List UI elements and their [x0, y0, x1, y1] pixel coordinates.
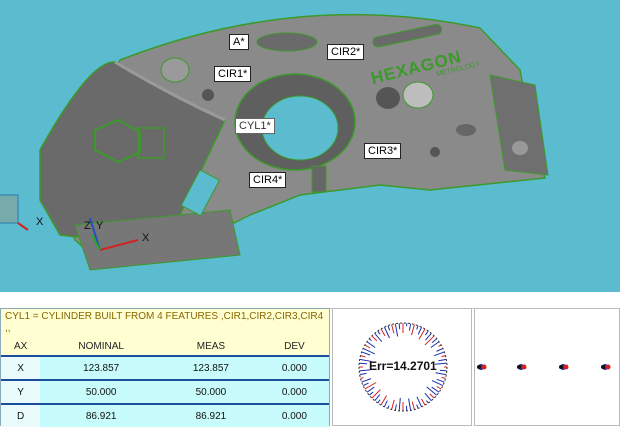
label-cir1[interactable]: CIR1* — [214, 66, 251, 82]
label-cir4[interactable]: CIR4* — [249, 172, 286, 188]
table-row[interactable]: D 86.921 86.921 0.000 — [1, 404, 329, 427]
separator — [0, 292, 620, 309]
col-nominal: NOMINAL — [40, 337, 162, 356]
circularity-plot: Err=14.2701 — [332, 308, 472, 426]
deviation-plot — [474, 308, 620, 426]
cell-dev: 0.000 — [260, 380, 329, 404]
table-row[interactable]: Y 50.000 50.000 0.000 — [1, 380, 329, 404]
report-table: AX NOMINAL MEAS DEV X 123.857 123.857 0.… — [1, 337, 329, 427]
point-group-4 — [601, 364, 611, 370]
cell-ax: X — [1, 356, 40, 380]
col-meas: MEAS — [162, 337, 260, 356]
cell-nominal: 123.857 — [40, 356, 162, 380]
cell-dev: 0.000 — [260, 356, 329, 380]
col-dev: DEV — [260, 337, 329, 356]
point-group-1 — [477, 364, 487, 370]
label-a[interactable]: A* — [229, 34, 249, 50]
part-model — [0, 0, 620, 292]
cell-dev: 0.000 — [260, 404, 329, 427]
report-header-text: CYL1 = CYLINDER BUILT FROM 4 FEATURES ,C… — [5, 311, 325, 323]
col-ax: AX — [1, 337, 40, 356]
point-group-2 — [517, 364, 527, 370]
report-header-cont: ,, — [5, 323, 325, 335]
cell-meas: 50.000 — [162, 380, 260, 404]
axis-y-label: Y — [96, 220, 103, 232]
cell-ax: D — [1, 404, 40, 427]
label-cyl1[interactable]: CYL1* — [235, 118, 275, 134]
label-cir2[interactable]: CIR2* — [327, 44, 364, 60]
cell-meas: 86.921 — [162, 404, 260, 427]
cell-meas: 123.857 — [162, 356, 260, 380]
point-group-3 — [559, 364, 569, 370]
axis-x-label: X — [142, 232, 149, 244]
table-row[interactable]: X 123.857 123.857 0.000 — [1, 356, 329, 380]
axis-x-left-label: X — [36, 216, 43, 228]
axis-z-label: Z — [84, 220, 91, 232]
error-value: Err=14.2701 — [369, 359, 437, 373]
label-cir3[interactable]: CIR3* — [364, 143, 401, 159]
report-header: CYL1 = CYLINDER BUILT FROM 4 FEATURES ,C… — [1, 309, 329, 337]
deviation-graphic — [475, 309, 620, 427]
cell-nominal: 50.000 — [40, 380, 162, 404]
cad-viewport[interactable]: A* CIR2* CIR1* CYL1* CIR3* CIR4* HEXAGON… — [0, 0, 620, 292]
report-panel[interactable]: CYL1 = CYLINDER BUILT FROM 4 FEATURES ,C… — [0, 308, 330, 426]
cell-nominal: 86.921 — [40, 404, 162, 427]
cell-ax: Y — [1, 380, 40, 404]
